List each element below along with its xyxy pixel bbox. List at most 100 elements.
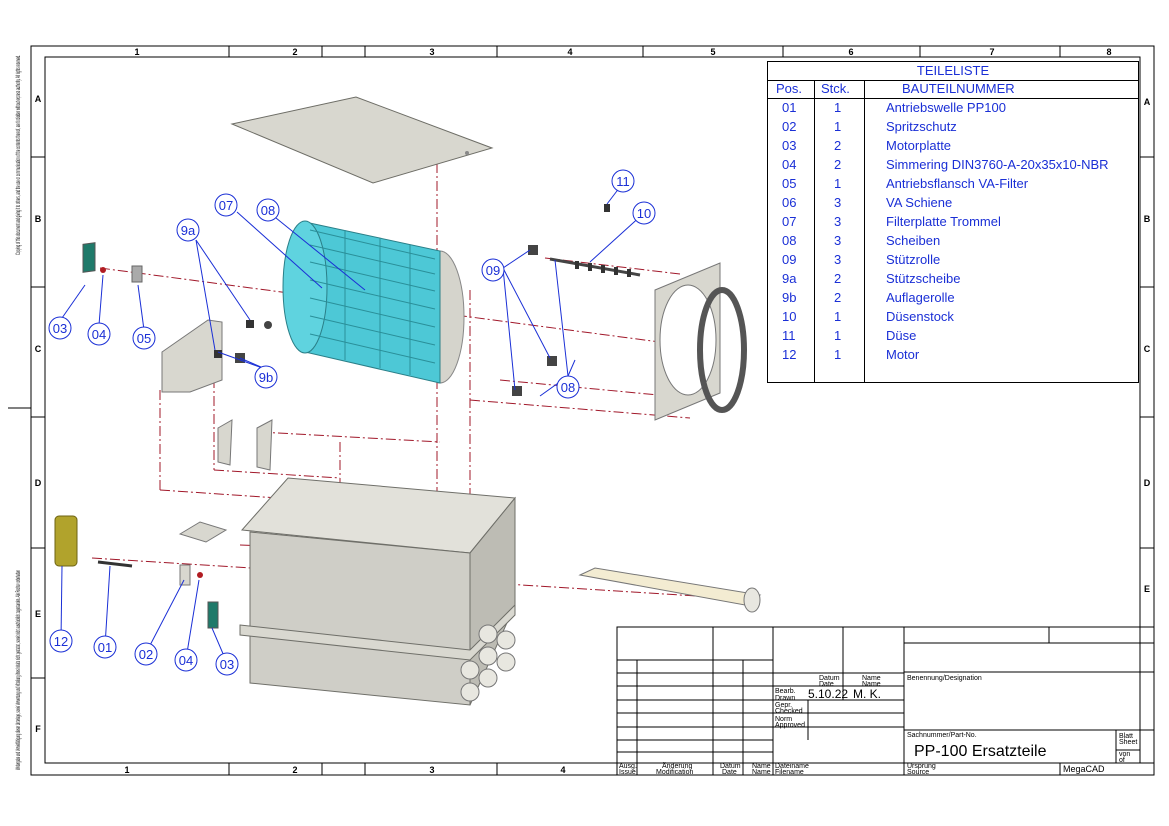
balloon-12: 12	[49, 629, 73, 653]
copyright-note-en: Copying of this document and giving it t…	[16, 55, 22, 255]
svg-text:Benennung/Designation: Benennung/Designation	[907, 675, 982, 682]
part-qty: 1	[834, 309, 842, 324]
part-name: Simmering DIN3760-A-20x35x10-NBR	[886, 157, 1109, 172]
part-qty: 2	[834, 290, 842, 305]
col-label-bottom: 3	[429, 765, 434, 775]
svg-text:02: 02	[139, 647, 153, 662]
nozzle-pipe-end	[743, 587, 761, 613]
svg-text:Filename: Filename	[775, 769, 804, 776]
svg-text:Name: Name	[862, 681, 881, 688]
row-label-right: E	[1144, 584, 1150, 594]
part-qty: 1	[834, 328, 842, 343]
row-label-left: B	[35, 214, 42, 224]
svg-text:08: 08	[561, 380, 575, 395]
part-qty: 1	[834, 347, 842, 362]
title-block-text: Datum Date Name Name Bearb. Drawn 5.10.2…	[619, 675, 1137, 776]
bracket	[217, 419, 233, 466]
svg-text:Date: Date	[819, 681, 834, 688]
part-name: Düsenstock	[886, 309, 954, 324]
inner-frame	[44, 56, 1141, 764]
row-label-left: F	[35, 724, 41, 734]
col-divider	[864, 80, 865, 382]
part-name: Stützscheibe	[886, 271, 961, 286]
col-label-top: 4	[567, 47, 572, 57]
svg-text:Checked: Checked	[775, 708, 803, 715]
copyright-note-de: Weitergabe und Vervielfältigung dieser U…	[16, 570, 22, 770]
col-label-top: 3	[429, 47, 434, 57]
washer-icon	[264, 321, 272, 329]
part-pos: 09	[782, 252, 797, 267]
svg-text:Dateiname: Dateiname	[775, 763, 809, 770]
plate-hole	[465, 151, 469, 155]
part-number: PP-100 Ersatzteile	[914, 743, 1047, 760]
svg-text:05: 05	[137, 331, 151, 346]
row-label-right: A	[1144, 97, 1151, 107]
parts-row: 12 1 Motor	[768, 345, 1138, 364]
balloon-9a: 9a	[176, 218, 200, 242]
balloon-02: 02	[134, 642, 158, 666]
svg-text:9a: 9a	[181, 223, 196, 238]
support-roller	[512, 386, 522, 396]
svg-text:08: 08	[261, 203, 275, 218]
part-name: Motor	[886, 347, 920, 362]
part-qty: 3	[834, 233, 842, 248]
part-pos: 9a	[782, 271, 797, 286]
part-pos: 11	[782, 328, 796, 343]
leader-lines	[60, 182, 644, 664]
col-label-bottom: 4	[560, 765, 565, 775]
part-pos: 10	[782, 309, 797, 324]
balloon-05: 05	[132, 326, 156, 350]
svg-text:Sheet: Sheet	[1119, 739, 1137, 746]
tank	[239, 477, 516, 706]
spray-guard-plate	[230, 96, 494, 184]
part-pos: 12	[782, 347, 797, 362]
part-pos: 02	[782, 119, 797, 134]
svg-text:11: 11	[616, 174, 630, 189]
part-pos: 07	[782, 214, 797, 229]
balloon-09: 09	[481, 258, 505, 282]
col-label-bottom: 1	[124, 765, 129, 775]
svg-text:Issue: Issue	[619, 769, 636, 776]
svg-text:Drawn: Drawn	[775, 695, 795, 702]
part-name: Scheiben	[886, 233, 941, 248]
nozzle-rail	[549, 257, 641, 277]
header-part: BAUTEILNUMMER	[902, 81, 1015, 96]
svg-text:Approved: Approved	[775, 722, 805, 729]
row-label-right: B	[1144, 214, 1151, 224]
part-name: VA Schiene	[886, 195, 953, 210]
header-divider	[768, 98, 1138, 99]
balloon-04b: 04	[174, 648, 198, 672]
roller-icon	[246, 320, 254, 328]
col-label-top: 6	[848, 47, 853, 57]
svg-text:Name: Name	[862, 675, 881, 682]
nozzle-single	[604, 204, 610, 212]
part-qty: 2	[834, 157, 842, 172]
col-label-top: 5	[710, 47, 715, 57]
roller-icon	[214, 350, 222, 358]
part-pos: 05	[782, 176, 797, 191]
motor-icon	[54, 515, 78, 567]
drive-ring	[697, 287, 747, 413]
svg-text:04: 04	[179, 653, 193, 668]
part-name: Düse	[886, 328, 917, 343]
svg-text:Modification: Modification	[656, 769, 693, 776]
top-column-dividers	[228, 46, 1061, 57]
svg-text:12: 12	[54, 634, 68, 649]
part-name: Filterplatte Trommel	[886, 214, 1001, 229]
col-label-top: 2	[292, 47, 297, 57]
spray-guard-small	[178, 521, 228, 543]
part-qty: 1	[834, 176, 842, 191]
software-name: MegaCAD	[1063, 764, 1105, 774]
balloon-08: 08	[556, 375, 580, 399]
col-divider	[814, 80, 815, 382]
motor-plate-icon	[82, 242, 96, 273]
col-label-top: 1	[134, 47, 139, 57]
